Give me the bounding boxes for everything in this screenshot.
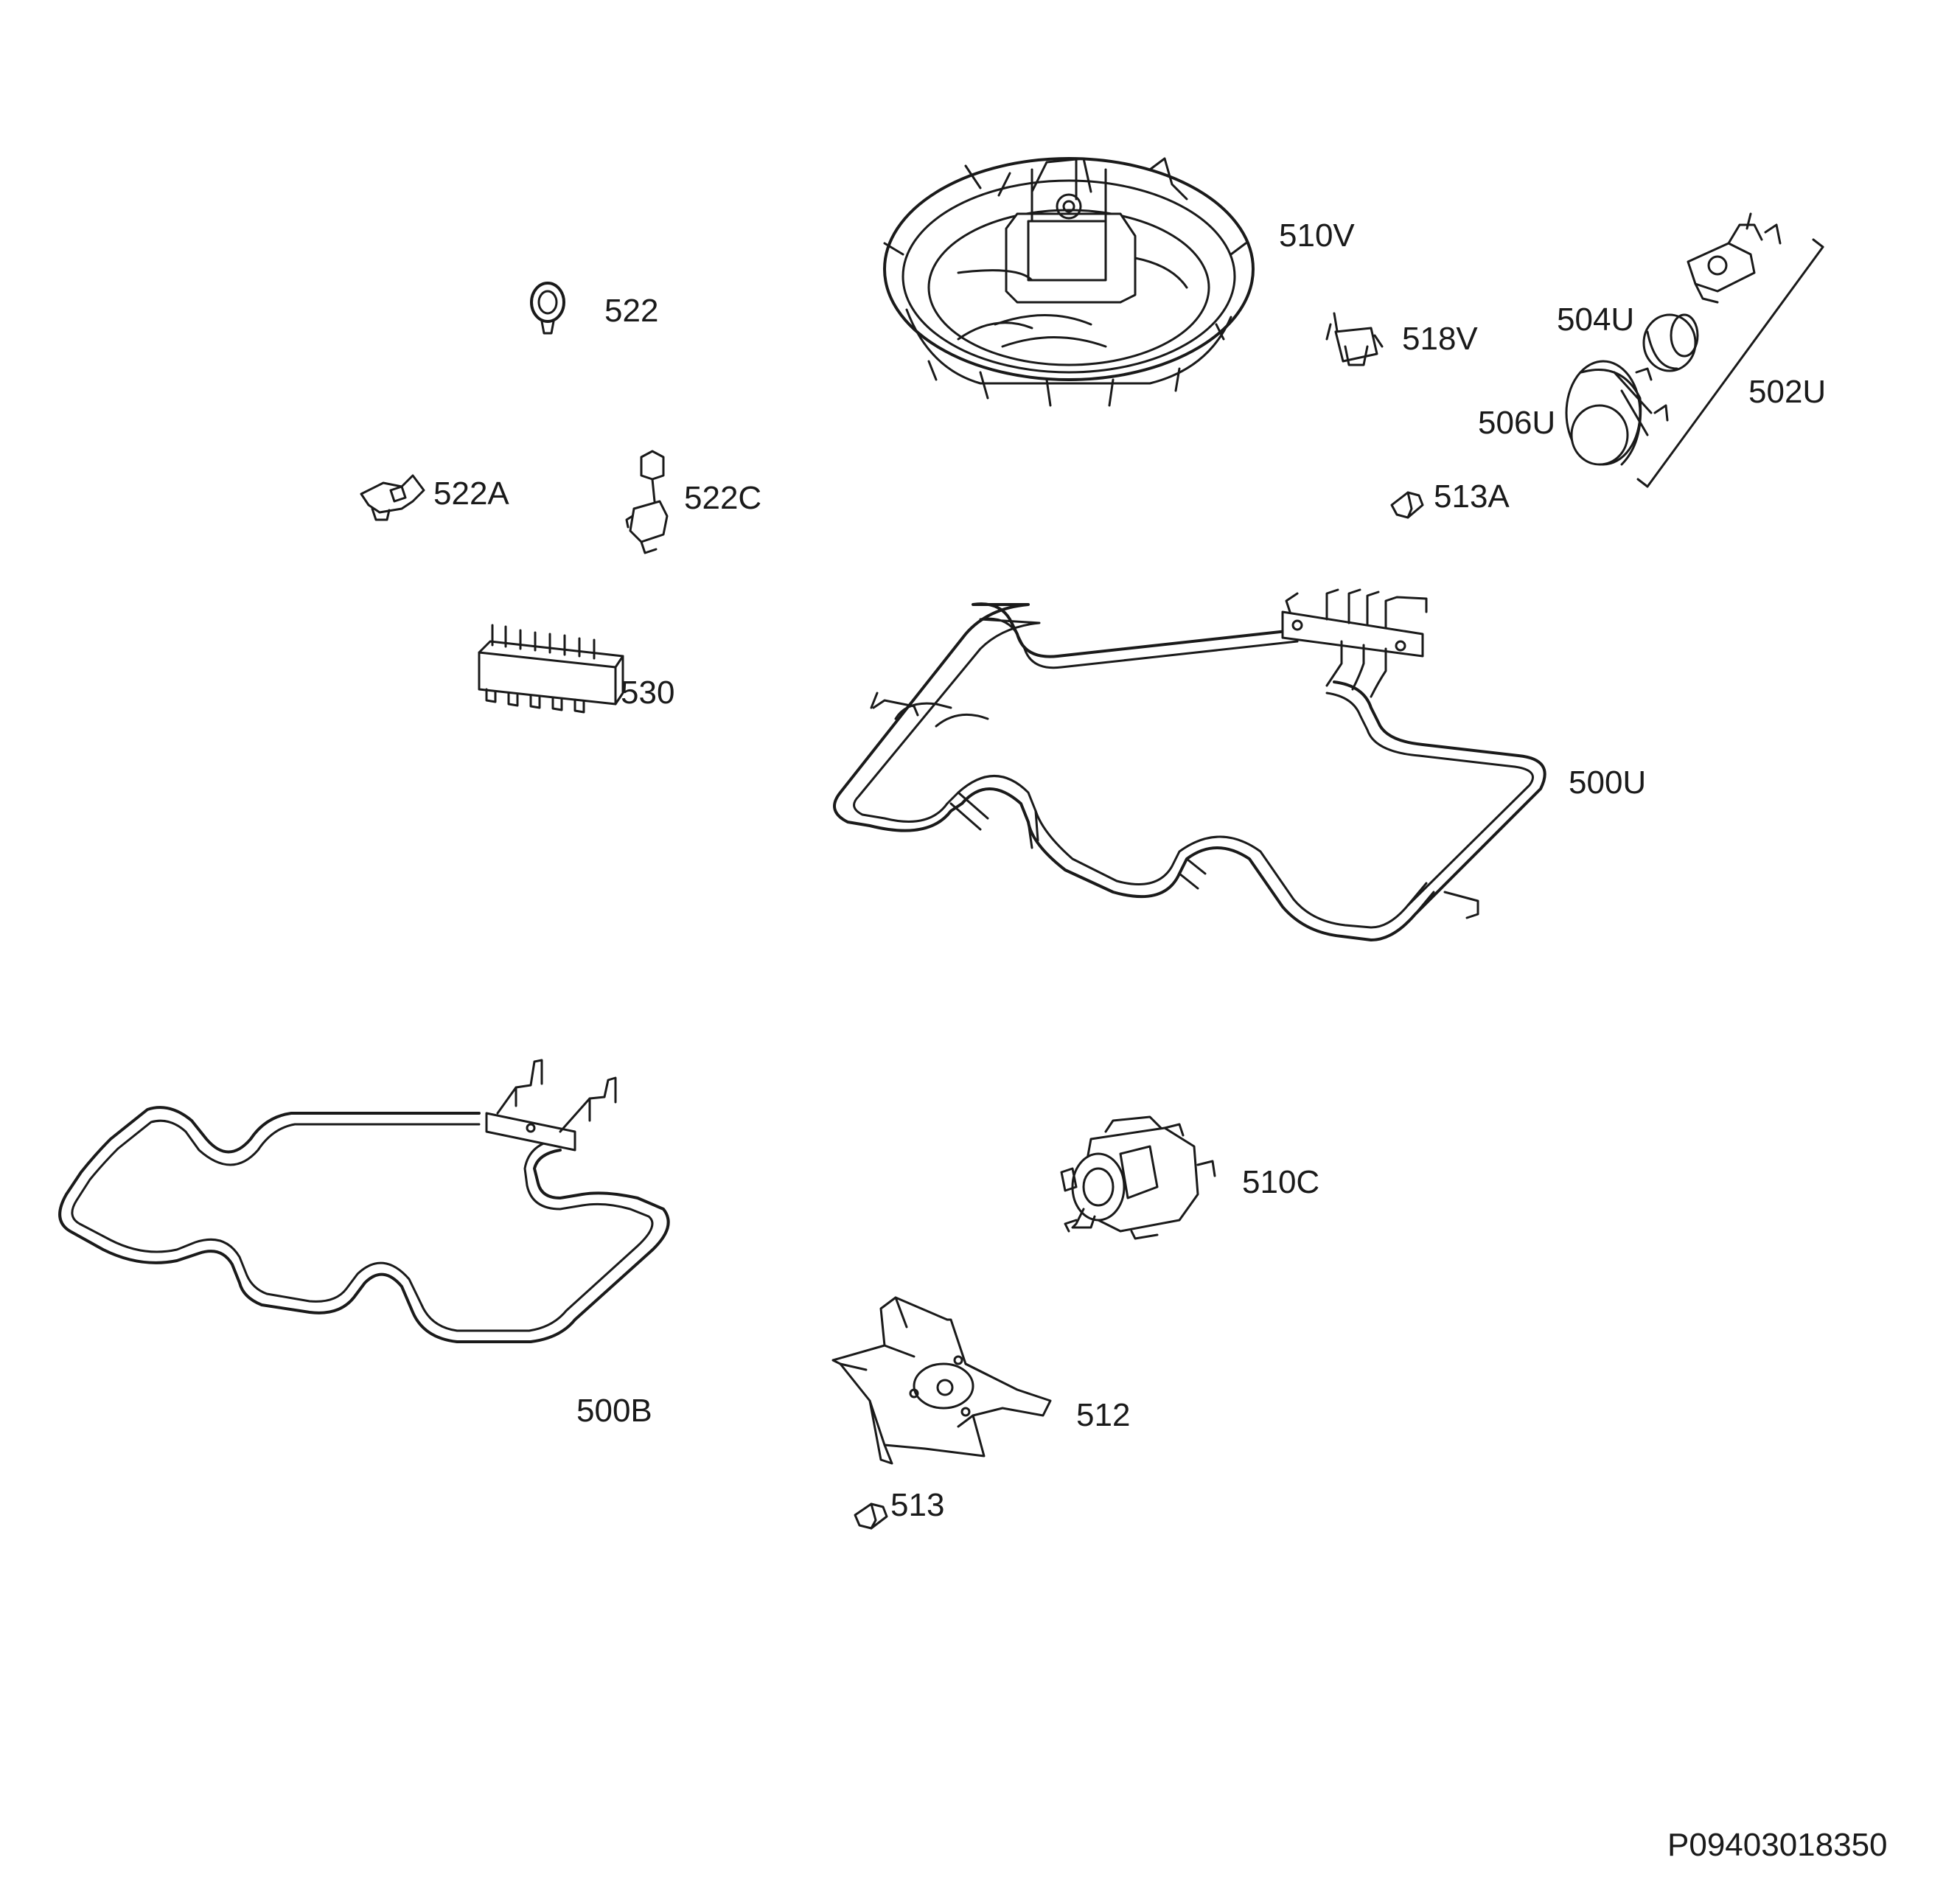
top-heating-element-icon[interactable] — [833, 588, 1546, 941]
fan-blade-icon[interactable] — [831, 1296, 1052, 1465]
document-code: P09403018350 — [1667, 1827, 1888, 1863]
part-label-513: 513 — [890, 1487, 945, 1523]
lamp-cover-icon[interactable] — [1565, 360, 1669, 466]
part-label-506U: 506U — [1478, 405, 1556, 441]
part-label-512: 512 — [1076, 1397, 1131, 1433]
lamp-bulb-icon[interactable] — [1642, 313, 1699, 372]
terminal-block-icon[interactable] — [478, 624, 624, 714]
clip-icon[interactable] — [530, 282, 565, 335]
part-label-530: 530 — [621, 675, 675, 711]
bracket-icon[interactable] — [360, 474, 425, 521]
part-label-522C: 522C — [684, 480, 762, 516]
fan-assembly-icon[interactable] — [883, 157, 1255, 407]
part-label-522: 522 — [604, 293, 659, 329]
part-label-510V: 510V — [1279, 217, 1355, 254]
nut-icon-513[interactable] — [854, 1502, 888, 1530]
thermostat-bracket-icon[interactable] — [1325, 312, 1384, 366]
part-label-504U: 504U — [1557, 302, 1635, 338]
bottom-heating-element-icon[interactable] — [58, 1059, 670, 1343]
nut-icon[interactable] — [1390, 491, 1424, 519]
part-label-518V: 518V — [1402, 321, 1478, 357]
connector-icon[interactable] — [625, 450, 669, 554]
part-label-502U: 502U — [1748, 374, 1827, 410]
part-label-513A: 513A — [1434, 478, 1510, 515]
part-label-500U: 500U — [1569, 765, 1647, 801]
lamp-socket-icon[interactable] — [1687, 212, 1782, 304]
lamp-assembly-icon[interactable] — [1636, 238, 1824, 488]
part-label-500B: 500B — [576, 1393, 652, 1429]
part-label-510C: 510C — [1242, 1164, 1320, 1200]
fan-motor-icon[interactable] — [1060, 1115, 1216, 1240]
part-label-522A: 522A — [433, 476, 509, 512]
